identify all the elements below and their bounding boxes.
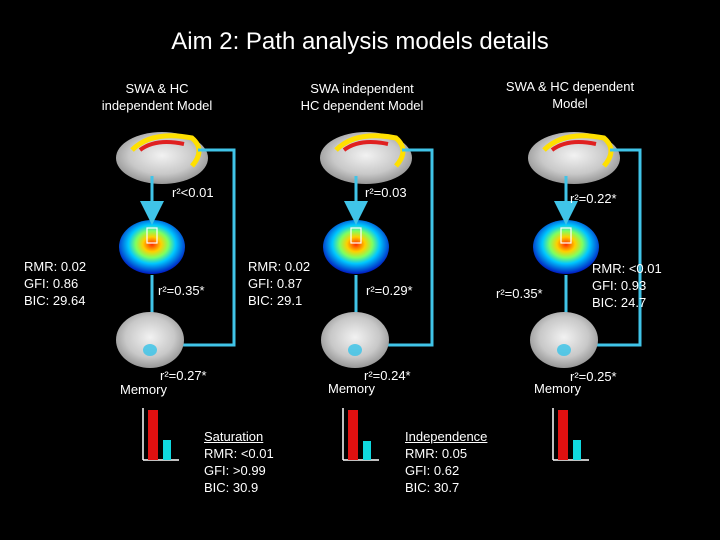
model-3-topomap-roi — [560, 227, 572, 244]
model-1-gfi: GFI: 0.86 — [24, 276, 79, 291]
model-1-memory-bar-cyan — [163, 440, 171, 460]
model-3-hippocampus-roi — [557, 344, 571, 356]
model-2-direct-path-arrow — [356, 148, 434, 357]
model-2-label-line-1: SWA independent — [310, 81, 414, 96]
model-3-memory: Memory — [534, 381, 581, 396]
model-1-topomap-icon — [119, 220, 185, 274]
model-1-label-line-2: independent Model — [101, 98, 213, 113]
model-3-direct-path-arrow — [565, 148, 642, 357]
model-2-rmr: RMR: 0.02 — [248, 259, 311, 274]
saturation-heading: Saturation — [204, 429, 264, 444]
model-3-bic: BIC: 24.7 — [592, 295, 647, 310]
model-2-topomap-icon — [323, 220, 389, 274]
model-3-diagram — [528, 132, 642, 461]
model-2-stats: RMR: 0.02 GFI: 0.87 BIC: 29.1 — [248, 258, 310, 309]
model-1-diagram — [116, 132, 236, 461]
model-3-memory-bar-cyan — [573, 440, 581, 460]
model-3-rmr: RMR: <0.01 — [592, 261, 662, 276]
model-3-coronal-brain-icon — [530, 312, 598, 368]
model-2-label-line-2: HC dependent Model — [300, 98, 424, 113]
model-3-memory-bar-red — [558, 410, 568, 460]
model-2-coronal-brain-icon — [321, 312, 389, 368]
independence-bic: BIC: 30.7 — [405, 480, 460, 495]
model-3-label: SWA & HC dependent Model — [490, 78, 650, 112]
saturation-bic: BIC: 30.9 — [204, 480, 259, 495]
model-1-label: SWA & HC independent Model — [82, 80, 232, 114]
saturation-rmr: RMR: <0.01 — [204, 446, 274, 461]
model-3-r-mid: r²=0.35* — [496, 286, 543, 301]
model-3-r-bottom: r²=0.25* — [570, 369, 617, 384]
model-1-stats: RMR: 0.02 GFI: 0.86 BIC: 29.64 — [24, 258, 86, 309]
model-2-gfi: GFI: 0.87 — [248, 276, 303, 291]
model-2-r-mid: r²=0.29* — [366, 283, 413, 298]
model-3-stats: RMR: <0.01 GFI: 0.93 BIC: 24.7 — [592, 260, 662, 311]
model-1-memory: Memory — [120, 382, 167, 397]
model-3-r-top: r²=0.22* — [570, 191, 617, 206]
model-1-bic: BIC: 29.64 — [24, 293, 86, 308]
model-1-direct-path-arrow — [151, 148, 236, 357]
model-2-frontal-highlight — [334, 133, 406, 168]
model-1-coronal-brain-icon — [116, 312, 184, 368]
model-1-label-line-1: SWA & HC — [125, 81, 189, 96]
model-3-frontal-highlight — [542, 133, 614, 168]
model-1-frontal-highlight — [130, 133, 202, 168]
model-3-frontal-activation — [550, 140, 597, 152]
model-1-r-bottom: r²=0.27* — [160, 368, 207, 383]
model-1-r-mid: r²=0.35* — [158, 283, 205, 298]
model-3-topomap-icon — [533, 220, 599, 274]
independence-heading: Independence — [405, 429, 488, 444]
model-2-memory-bar-cyan — [363, 441, 371, 460]
independence-rmr: RMR: 0.05 — [405, 446, 468, 461]
model-2-r-top: r²=0.03 — [365, 185, 407, 200]
independence-stats: Independence RMR: 0.05 GFI: 0.62 BIC: 30… — [405, 428, 487, 496]
model-1-memory-bar-red — [148, 410, 158, 460]
model-3-gfi: GFI: 0.93 — [592, 278, 647, 293]
model-2-r-bottom: r²=0.24* — [364, 368, 411, 383]
model-1-topomap-roi — [146, 227, 158, 244]
model-2-memory: Memory — [328, 381, 375, 396]
model-2-frontal-activation — [342, 140, 389, 152]
saturation-stats: Saturation RMR: <0.01 GFI: >0.99 BIC: 30… — [204, 428, 274, 496]
model-2-hippocampus-roi — [348, 344, 362, 356]
model-3-label-line-1: SWA & HC dependent — [505, 79, 635, 94]
model-2-bic: BIC: 29.1 — [248, 293, 303, 308]
model-1-hippocampus-roi — [143, 344, 157, 356]
model-1-frontal-activation — [138, 140, 185, 152]
model-1-rmr: RMR: 0.02 — [24, 259, 87, 274]
model-3-label-line-2: Model — [552, 96, 588, 111]
model-2-label: SWA independent HC dependent Model — [282, 80, 442, 114]
page-title: Aim 2: Path analysis models details — [171, 28, 549, 55]
model-2-topomap-roi — [350, 227, 362, 244]
model-2-diagram — [320, 132, 434, 461]
saturation-gfi: GFI: >0.99 — [204, 463, 266, 478]
independence-gfi: GFI: 0.62 — [405, 463, 460, 478]
model-1-r-top: r²<0.01 — [172, 185, 214, 200]
model-2-memory-bar-red — [348, 410, 358, 460]
